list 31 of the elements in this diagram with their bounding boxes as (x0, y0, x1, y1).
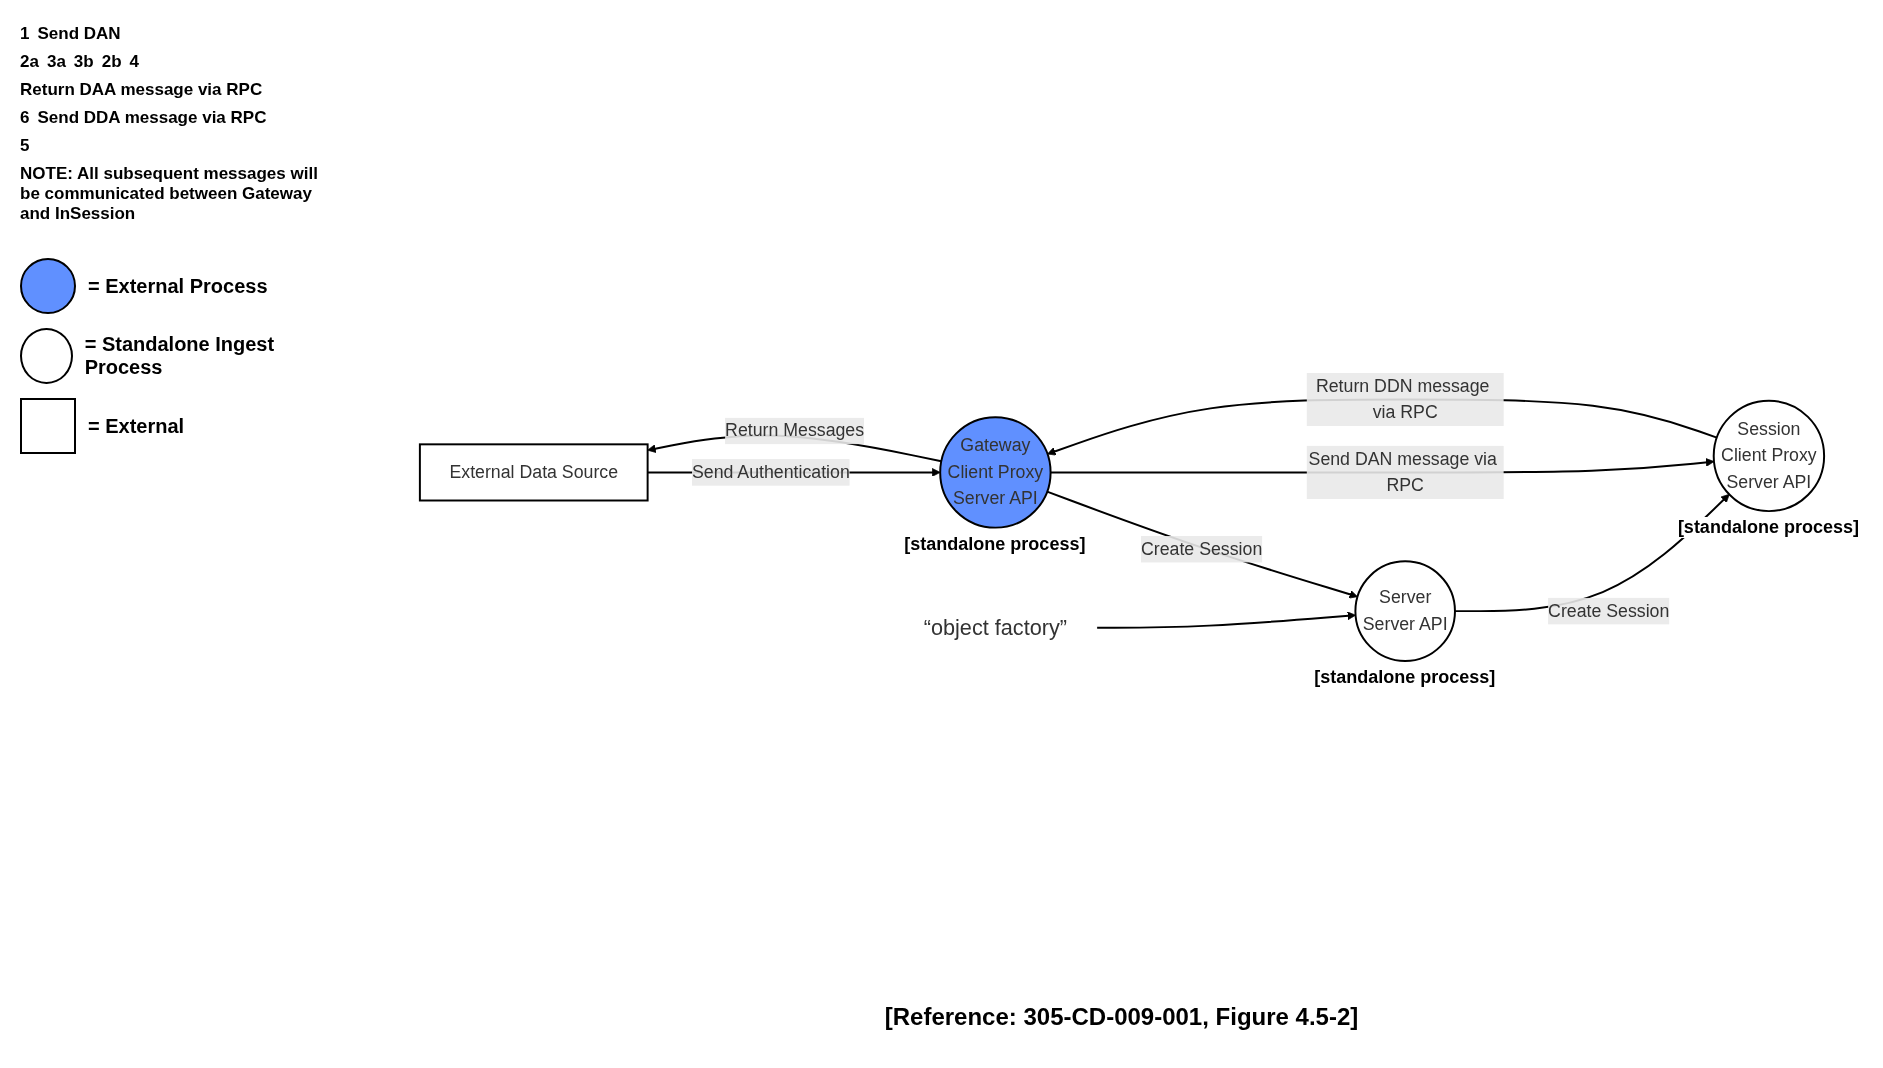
arrow (1045, 490, 1358, 599)
step-number: 2a (20, 52, 39, 72)
note-text: Send DAN (37, 24, 121, 44)
edge-label: Send DAN message via RPC (1308, 448, 1497, 496)
process-note: [standalone process] (1314, 667, 1496, 688)
node-circle: Session Client Proxy Server API (1712, 399, 1825, 513)
edge-label: Return Messages (724, 420, 864, 441)
step-number: 3b (73, 52, 94, 72)
step-number: 3a (46, 52, 66, 72)
edge-label: Create Session (1547, 600, 1669, 621)
node-circle: Gateway Client Proxy Server API (938, 416, 1052, 529)
step-number: 4 (129, 52, 139, 72)
caption: [Reference: 305-CD-009-001, Figure 4.5-2] (884, 1003, 1359, 1031)
process-note: [standalone process] (1677, 517, 1859, 539)
edge-label: Return DDN message via RPC (1315, 375, 1489, 423)
legend-text: = External (88, 414, 185, 438)
edge-label: Send Authentication (691, 462, 850, 482)
note-text: Send DDA message via RPC (37, 108, 267, 128)
edge-label: Create Session (1140, 539, 1262, 559)
arrow (1095, 611, 1356, 629)
node-text: “object factory” (923, 615, 1067, 641)
note-text: NOTE: All subsequent messages will be communicated between Gateway and InSession (20, 164, 319, 224)
legend-text: = External Process (88, 274, 268, 298)
step-number: 1 (20, 24, 30, 44)
node-circle: Server Server API (1353, 560, 1456, 662)
step-number: 6 (20, 108, 30, 128)
step-number: 5 (20, 136, 30, 156)
note-text: Return DAA message via RPC (20, 80, 263, 100)
step-number: 2b (101, 52, 122, 72)
node-box: External Data Source (418, 443, 649, 502)
legend-text: = Standalone Ingest Process (84, 333, 276, 379)
